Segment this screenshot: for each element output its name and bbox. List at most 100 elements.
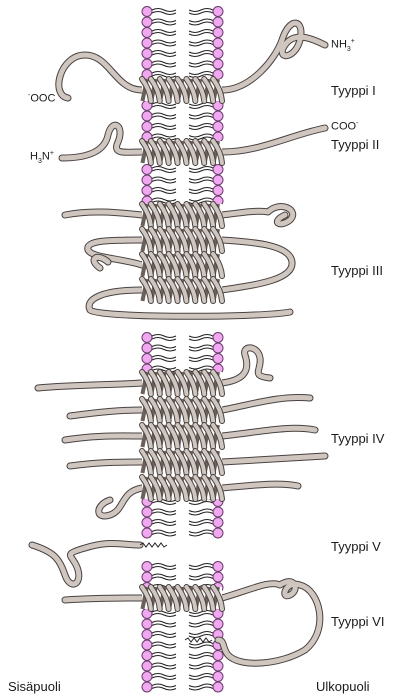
lipid-head-outer xyxy=(213,518,223,528)
lipid-pair xyxy=(142,343,223,353)
type6-inner-chain-fill xyxy=(65,598,142,600)
type4-helix-4 xyxy=(142,451,222,473)
type6-helix xyxy=(142,587,222,609)
type4-tail-out-3-fill xyxy=(222,428,315,436)
lipid-pair xyxy=(142,518,223,528)
lipid-pair xyxy=(142,562,223,572)
lipid-head-outer xyxy=(213,17,223,27)
type3-curl-in-fill xyxy=(94,257,108,268)
lipid-head-inner xyxy=(142,630,152,640)
lipid-pair xyxy=(142,38,223,48)
type-3-label: Tyyppi III xyxy=(331,264,383,277)
lipid-pair xyxy=(142,17,223,27)
lipid-head-outer xyxy=(213,651,223,661)
lipid-head-outer xyxy=(213,672,223,682)
lipid-head-inner xyxy=(142,59,152,69)
type-4-label: Tyyppi IV xyxy=(331,432,384,445)
lipid-head-inner xyxy=(142,661,152,671)
lipid-pair xyxy=(142,7,223,17)
type3-loop-out-2-fill xyxy=(222,240,292,290)
transmembrane-helices xyxy=(142,79,222,609)
cooc-terminal-label: -OOC xyxy=(28,92,55,105)
lipid-pair xyxy=(142,682,223,692)
lipid-pair xyxy=(142,640,223,650)
type5-chain-fill xyxy=(32,543,140,584)
lipid-head-inner xyxy=(142,343,152,353)
nh3-terminal-label: NH3+ xyxy=(331,38,355,53)
lipid-pair xyxy=(142,49,223,59)
type-5-label: Tyyppi V xyxy=(331,540,381,553)
lipid-head-outer xyxy=(213,682,223,692)
type4-tail-out-4-fill xyxy=(222,456,325,462)
lipid-pair xyxy=(142,354,223,364)
type1-helix xyxy=(142,79,222,101)
lipid-pair xyxy=(142,661,223,671)
lipid-head-outer xyxy=(213,333,223,343)
lipid-head-inner xyxy=(142,49,152,59)
lipid-head-inner xyxy=(142,518,152,528)
lipid-head-inner xyxy=(142,672,152,682)
lipid-pair xyxy=(142,333,223,343)
lipid-head-inner xyxy=(142,333,152,343)
type4-helix-1 xyxy=(142,372,222,394)
lipid-head-inner xyxy=(142,640,152,650)
type5-lipid-anchor xyxy=(140,543,167,547)
lipid-head-outer xyxy=(213,49,223,59)
type6-outer-chain-fill xyxy=(218,582,320,664)
lipid-pair xyxy=(142,59,223,69)
lipid-head-inner xyxy=(142,111,152,121)
lipid-pair xyxy=(142,122,223,132)
lipid-head-outer xyxy=(213,122,223,132)
type4-helix-3 xyxy=(142,425,222,447)
type-2-label: Tyyppi II xyxy=(331,138,379,151)
lipid-head-outer xyxy=(213,38,223,48)
lipid-pair xyxy=(142,630,223,640)
lipid-head-inner xyxy=(142,651,152,661)
lipid-head-inner xyxy=(142,122,152,132)
type3-helix-4 xyxy=(142,279,222,301)
lipid-pair xyxy=(142,175,223,185)
lipid-pair xyxy=(142,507,223,517)
lipid-head-outer xyxy=(213,59,223,69)
lipid-head-outer xyxy=(213,7,223,17)
lipid-head-inner xyxy=(142,186,152,196)
type-6-label: Tyyppi VI xyxy=(331,615,384,628)
coo-terminal-label: COO- xyxy=(331,120,358,133)
polypeptide-chains xyxy=(32,23,325,663)
lipid-head-inner xyxy=(142,7,152,17)
type3-helix-1 xyxy=(142,204,222,226)
type3-helix-2 xyxy=(142,229,222,251)
lipid-head-inner xyxy=(142,17,152,27)
type2-helix xyxy=(142,141,222,163)
lipid-pair xyxy=(142,165,223,175)
lipid-head-inner xyxy=(142,175,152,185)
lipid-head-outer xyxy=(213,562,223,572)
lipid-head-inner xyxy=(142,38,152,48)
type1-outer-chain-fill xyxy=(222,23,325,90)
type-1-label: Tyyppi I xyxy=(331,84,376,97)
lipid-head-inner xyxy=(142,528,152,538)
inside-label: Sisäpuoli xyxy=(8,680,61,693)
lipid-head-outer xyxy=(213,343,223,353)
lipid-pair xyxy=(142,651,223,661)
type4-helix-5 xyxy=(142,477,222,499)
lipid-head-inner xyxy=(142,165,152,175)
lipid-head-inner xyxy=(142,619,152,629)
lipid-head-inner xyxy=(142,562,152,572)
lipid-pair xyxy=(142,111,223,121)
lipid-head-outer xyxy=(213,572,223,582)
lipid-pair xyxy=(142,28,223,38)
lipid-head-outer xyxy=(213,528,223,538)
lipid-head-inner xyxy=(142,507,152,517)
lipid-head-outer xyxy=(213,28,223,38)
lipid-head-inner xyxy=(142,682,152,692)
type3-helix-3 xyxy=(142,254,222,276)
outside-label: Ulkopuoli xyxy=(316,680,369,693)
type6-lipid-anchor xyxy=(185,638,212,642)
lipid-head-outer xyxy=(213,175,223,185)
lipid-head-outer xyxy=(213,165,223,175)
lipid-pair xyxy=(142,619,223,629)
type1-inner-chain-fill xyxy=(59,55,142,98)
lipid-head-outer xyxy=(213,619,223,629)
